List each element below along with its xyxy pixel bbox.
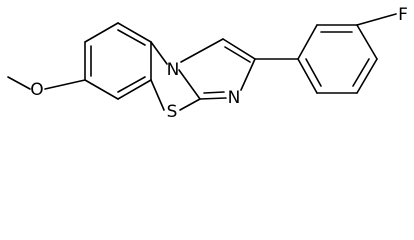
sulfur-label: S [167,102,178,122]
fluorophenyl-ring: F [297,5,408,94]
bond [222,38,256,60]
bond [84,79,119,100]
bond [84,22,119,43]
double-bond-inner [352,58,370,87]
chemical-structure: O S N N F [7,5,408,122]
bond [297,58,318,94]
bond [7,76,31,90]
bond [240,58,256,91]
bond [179,98,201,111]
bond [356,24,378,60]
methoxy-group: O [7,76,86,100]
thiazole-ring: S N [150,41,201,122]
benzo-ring [84,22,152,100]
bond [356,58,378,94]
bond [117,22,152,43]
bond [178,69,201,100]
double-bond-inner [203,91,225,94]
bond [180,38,224,63]
imidazole-ring: N [180,38,256,108]
bond [117,79,152,100]
bond [150,79,165,111]
ring-nitrogen-label: N [228,88,241,108]
double-bond-inner [224,46,251,63]
bond [199,97,227,100]
bond [297,24,318,60]
double-bond-inner [117,76,146,93]
oxygen-label: O [30,80,43,100]
double-bond-inner [305,58,322,87]
bridge-nitrogen-label: N [167,60,180,80]
double-bond-inner [117,29,146,46]
bond [356,13,397,26]
bond [44,79,86,90]
fluorine-label: F [398,5,408,25]
bond [150,41,168,65]
